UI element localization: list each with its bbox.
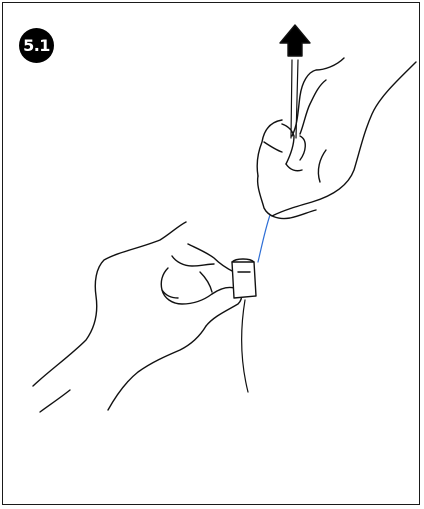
lower-hand xyxy=(33,222,241,412)
upper-hand xyxy=(257,58,416,219)
arrow-up-icon xyxy=(280,25,310,56)
thread-blue xyxy=(258,215,270,262)
connector xyxy=(232,259,256,298)
thread-lower xyxy=(242,300,248,392)
thread-upper xyxy=(291,60,298,138)
